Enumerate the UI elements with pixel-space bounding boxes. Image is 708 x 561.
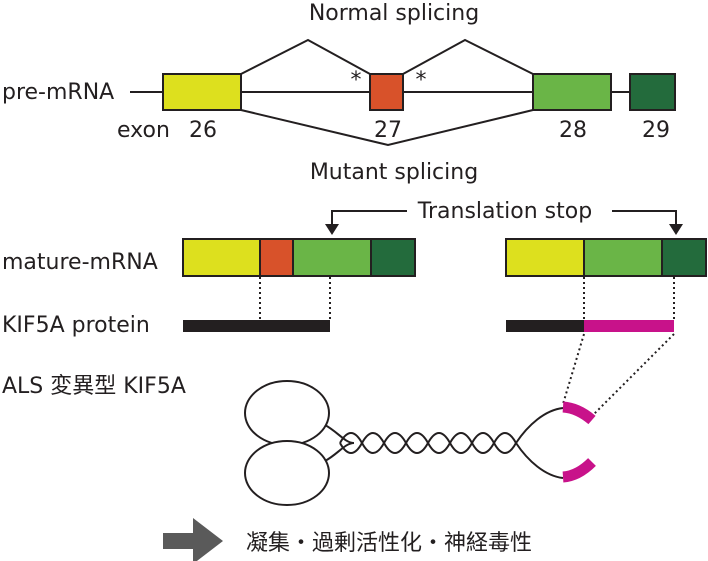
motor-head-top [244, 380, 330, 446]
mutant-exon-29 [661, 238, 707, 277]
exon-label: exon [117, 118, 170, 143]
mutant-splicing-label: Mutant splicing [310, 160, 478, 185]
als-mutant-kif5a-label: ALS 変異型 KIF5A [2, 374, 186, 399]
normal-splice-26-27 [240, 38, 371, 75]
tail-bottom [515, 442, 564, 479]
mutant-exon-28 [583, 238, 663, 277]
protein-bar-normal [183, 320, 330, 332]
mature-mrna-label: mature-mRNA [2, 250, 158, 275]
mature-exon-28 [292, 238, 372, 277]
right-arrow-icon [163, 518, 223, 561]
protein-bar-mutant-tail [584, 320, 674, 332]
exon-28-number: 28 [559, 118, 587, 143]
mature-mrna-normal [182, 238, 416, 277]
motor-head-bottom [244, 440, 330, 506]
exon-27-box [369, 73, 404, 111]
aberrant-tail-bottom [562, 458, 596, 483]
aberrant-tail-top [562, 401, 596, 425]
tail-top [515, 407, 564, 444]
mature-mrna-mutant [505, 238, 707, 277]
coiled-coil-strand-b [339, 432, 517, 454]
consequence-label: 凝集・過剰活性化・神経毒性 [246, 531, 532, 556]
splice-site-mark-left: * [351, 68, 362, 93]
neck-linker-bottom [324, 442, 355, 462]
exon-27-number: 27 [374, 118, 402, 143]
consequence-arrow [163, 518, 223, 561]
mutant-exon-26 [505, 238, 585, 277]
mature-exon-27 [259, 238, 294, 277]
exon-29-box [629, 73, 676, 111]
translation-stop-label: Translation stop [417, 199, 592, 224]
exon-28-box [532, 73, 612, 111]
exon-26-box [162, 73, 242, 111]
normal-splicing-label: Normal splicing [309, 1, 479, 26]
protein-bar-mutant-shared [506, 320, 584, 332]
mature-exon-26 [182, 238, 261, 277]
exon-29-number: 29 [642, 118, 670, 143]
mature-exon-29 [370, 238, 416, 277]
exon-26-number: 26 [189, 118, 217, 143]
kif5a-dimer-structure [244, 380, 596, 506]
stop-arrowhead-right [669, 224, 683, 235]
normal-splice-27-28 [402, 38, 534, 75]
kif5a-protein-label: KIF5A protein [2, 313, 150, 338]
map-line-right [591, 333, 675, 417]
stop-pointer-left [331, 210, 407, 225]
splice-site-mark-right: * [416, 68, 427, 93]
pre-mrna-label: pre-mRNA [2, 80, 114, 105]
map-line-left [562, 333, 585, 405]
stop-pointer-right [612, 210, 677, 225]
mutant-splice-26-28 [240, 109, 534, 147]
stop-arrowhead-left [325, 224, 339, 235]
